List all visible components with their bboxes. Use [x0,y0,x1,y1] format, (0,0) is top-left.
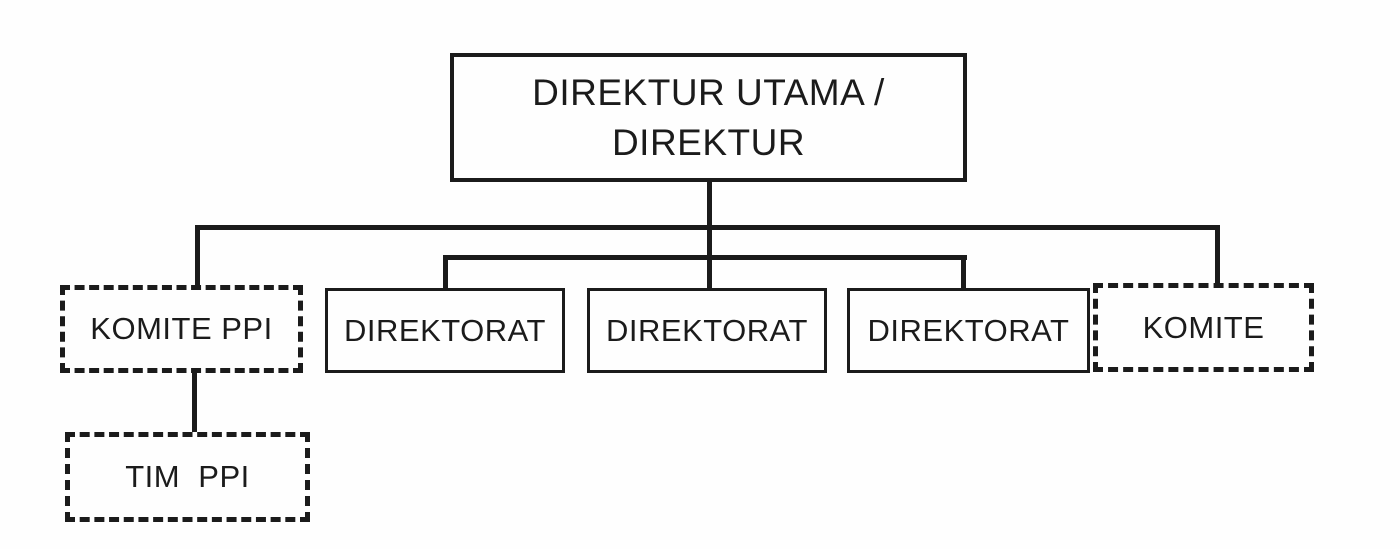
node-direktur-utama: DIREKTUR UTAMA / DIREKTUR [450,53,967,182]
connector-drop-komite-ppi [195,227,200,285]
connector-komite-ppi-to-tim-ppi [192,371,197,432]
node-tim-ppi-label: TIM PPI [125,459,250,495]
node-komite-label: KOMITE [1142,309,1265,345]
connector-direktur-trunk [707,180,712,288]
node-direktorat-1: DIREKTORAT [325,288,565,373]
node-direktorat-1-label: DIREKTORAT [344,312,546,348]
node-komite-ppi-label: KOMITE PPI [90,311,273,347]
connector-level2-horizontal [443,255,967,260]
node-komite-ppi: KOMITE PPI [60,285,303,373]
connector-drop-komite [1215,227,1220,283]
node-direktorat-2-label: DIREKTORAT [606,312,808,348]
node-direktorat-3: DIREKTORAT [847,288,1090,373]
node-direktorat-2: DIREKTORAT [587,288,827,373]
connector-drop-direktorat-3 [961,257,966,288]
connector-level1-horizontal [195,225,1220,230]
node-direktorat-3-label: DIREKTORAT [867,312,1070,348]
node-komite: KOMITE [1093,283,1314,372]
node-direktur-utama-label-line2: DIREKTUR [611,121,806,163]
node-tim-ppi: TIM PPI [65,432,310,522]
connector-drop-direktorat-1 [443,257,448,288]
node-direktur-utama-label-line1: DIREKTUR UTAMA / [532,71,885,113]
